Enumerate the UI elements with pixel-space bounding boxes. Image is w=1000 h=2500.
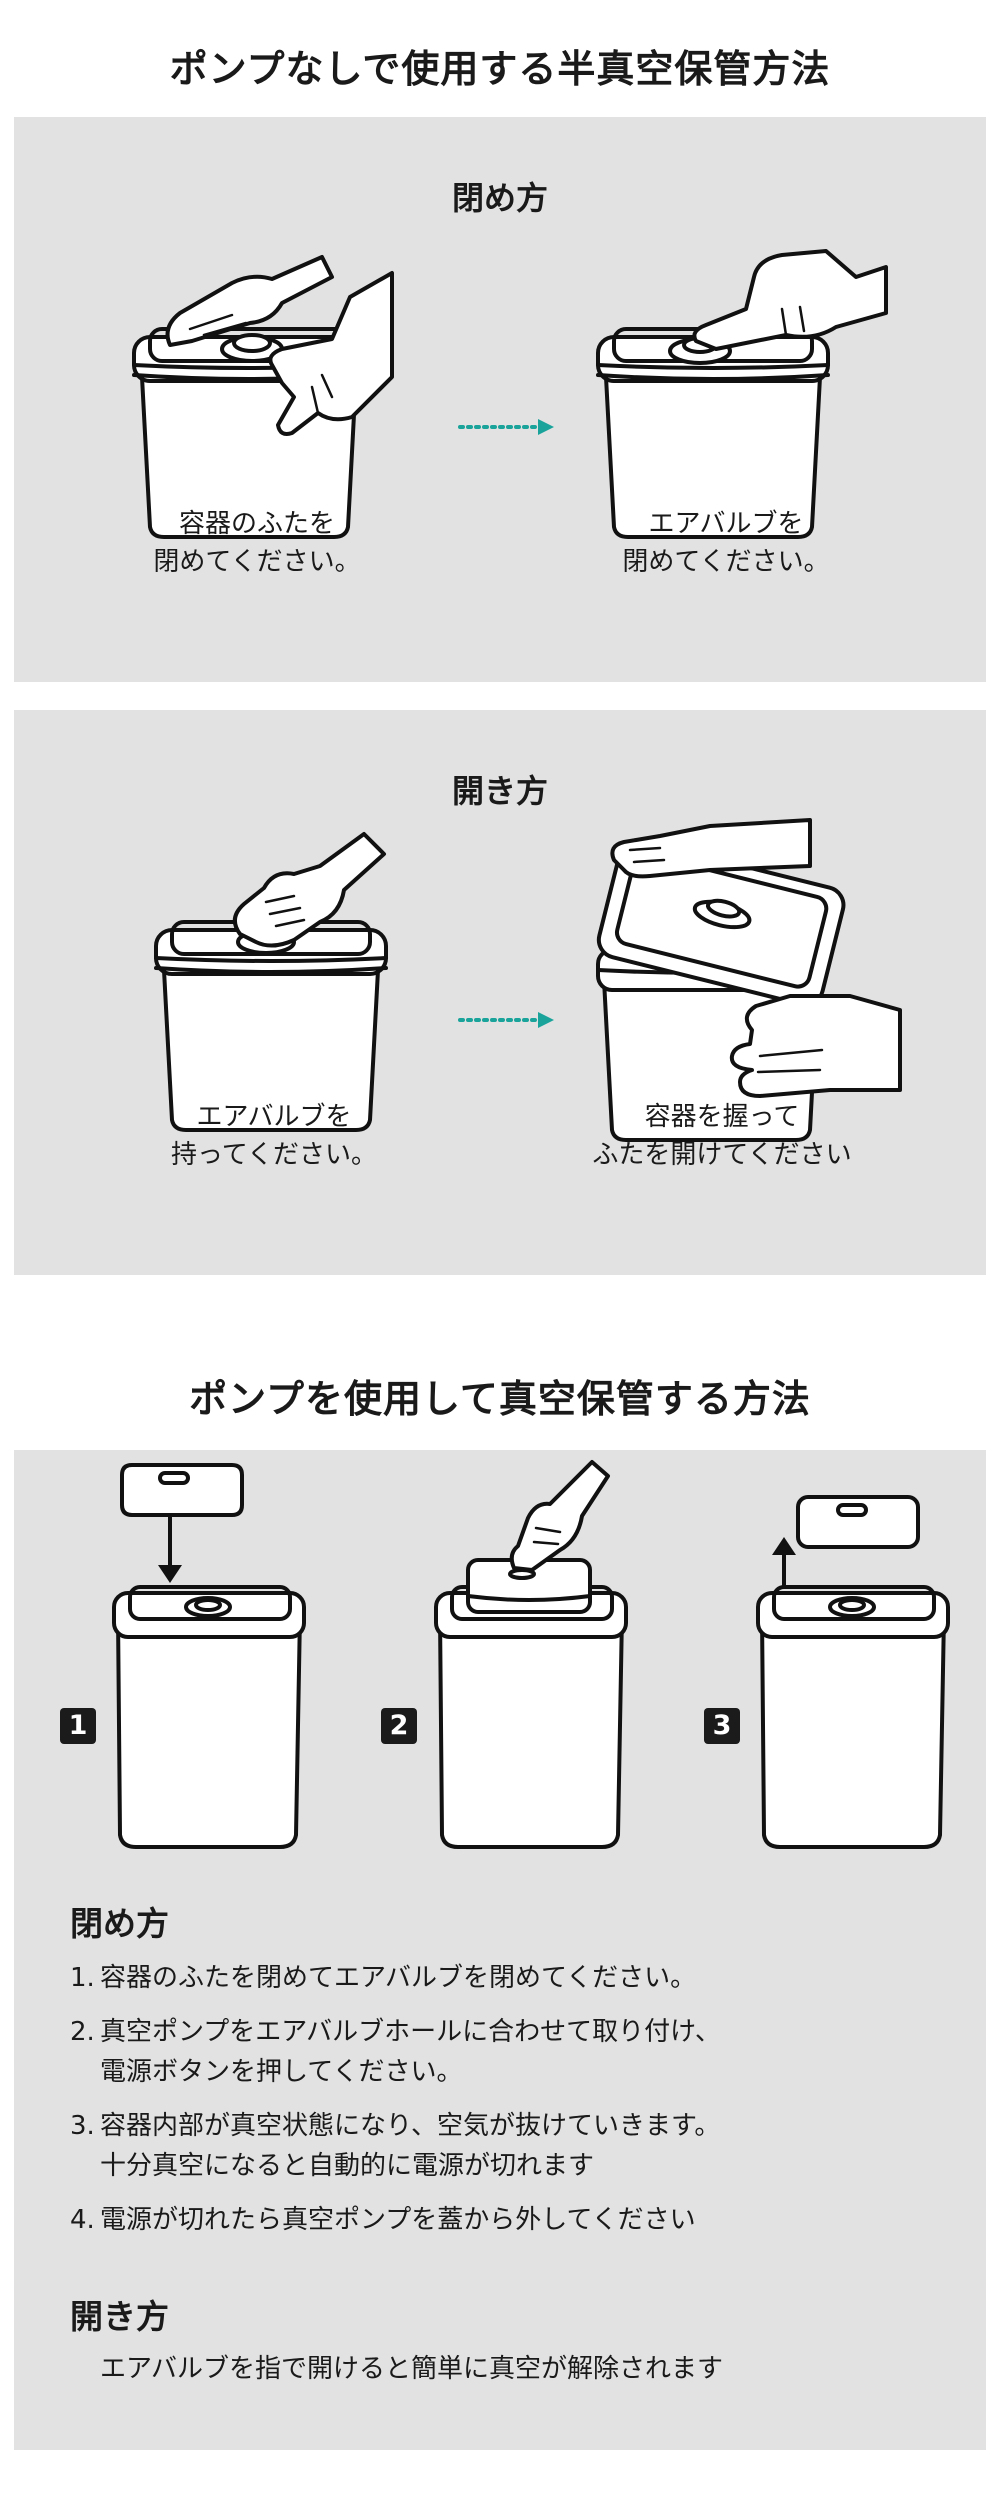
close-title: 閉め方 <box>451 179 548 217</box>
panel-close-no-pump: 閉め方 容器のふたを 閉めてください。 エアバルブを 閉めてください。 <box>14 117 986 682</box>
close-step1-caption: 容器のふたを 閉めてください。 <box>153 509 361 577</box>
section2-title: ポンプを使用して真空保管する方法 <box>189 1377 811 1421</box>
section1-title: ポンプなしで使用する半真空保管方法 <box>169 47 831 91</box>
close-step2-caption: エアバルブを 閉めてください。 <box>622 509 830 577</box>
step-number: 4. <box>70 2205 95 2235</box>
pump-step1-icon <box>112 1463 306 1849</box>
step-text: 容器内部が真空状態になり、空気が抜けていきます。 十分真空になると自動的に電源が… <box>100 2111 721 2181</box>
step-text: 電源が切れたら真空ポンプを蓋から外してください <box>100 2205 696 2235</box>
step-text: 真空ポンプをエアバルブホールに合わせて取り付け、 電源ボタンを押してください。 <box>100 2017 721 2087</box>
step-number: 1. <box>70 1963 95 1993</box>
dotted-arrow-icon <box>458 419 554 435</box>
step-badge-2: 2 <box>381 1708 417 1744</box>
panel-open-no-pump: 開き方 エアバルブを 持ってください。 容器を握って ふたを開けてください <box>14 710 986 1275</box>
step-item: 2.真空ポンプをエアバルブホールに合わせて取り付け、 電源ボタンを押してください… <box>70 2012 721 2092</box>
step-number: 2. <box>70 2017 95 2047</box>
open-step1-caption: エアバルブを 持ってください。 <box>171 1102 377 1170</box>
container-holding-valve-icon <box>154 832 388 1132</box>
pump-open-text: エアバルブを指で開けると簡単に真空が解除されます <box>100 2354 723 2384</box>
open-step2-caption: 容器を握って ふたを開けてください <box>592 1102 852 1170</box>
container-opening-lid-icon <box>596 818 902 1142</box>
step-badge-1: 1 <box>60 1708 96 1744</box>
step-number: 3. <box>70 2111 95 2141</box>
step-text: 容器のふたを閉めてエアバルブを閉めてください。 <box>100 1963 697 1993</box>
pump-step3-icon <box>756 1495 950 1849</box>
dotted-arrow-icon <box>458 1012 554 1028</box>
step-item: 4.電源が切れたら真空ポンプを蓋から外してください <box>70 2200 721 2240</box>
pump-step2-icon <box>434 1460 628 1849</box>
pump-close-title: 閉め方 <box>70 1904 169 1943</box>
pump-open-title: 開き方 <box>70 2297 169 2336</box>
pump-steps-list: 1.容器のふたを閉めてエアバルブを閉めてください。 2.真空ポンプをエアバルブホ… <box>70 1958 721 2254</box>
step-badge-3: 3 <box>704 1708 740 1744</box>
open-title: 開き方 <box>451 772 548 810</box>
container-closing-lid-icon <box>132 255 394 539</box>
container-closing-valve-icon <box>596 249 888 539</box>
step-item: 1.容器のふたを閉めてエアバルブを閉めてください。 <box>70 1958 721 1998</box>
step-item: 3.容器内部が真空状態になり、空気が抜けていきます。 十分真空になると自動的に電… <box>70 2106 721 2186</box>
panel-with-pump: 1 2 3 閉め方 1.容器のふたを閉めてエアバルブを閉め <box>14 1450 986 2450</box>
